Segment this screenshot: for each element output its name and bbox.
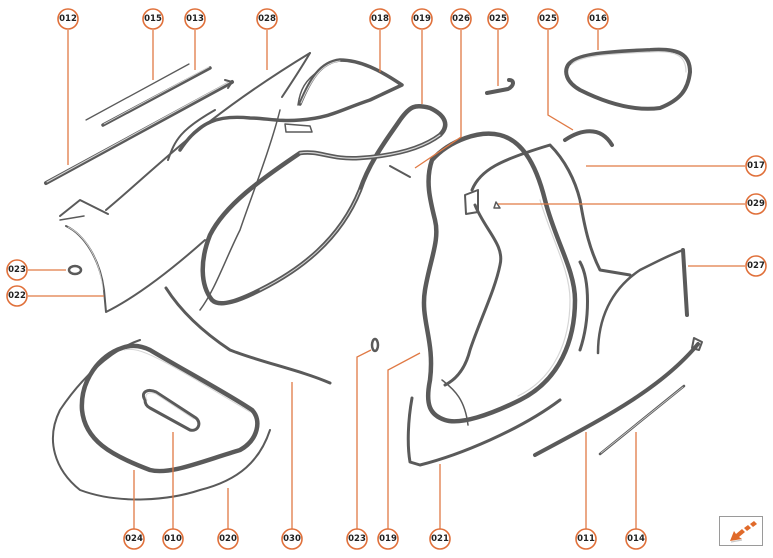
callout-label: 028 (258, 14, 276, 24)
callout-label: 023 (8, 265, 26, 275)
callout-024[interactable]: 024 (123, 528, 145, 550)
navigate-back-button[interactable] (719, 516, 763, 546)
part-026 (389, 165, 411, 178)
callout-015[interactable]: 015 (142, 8, 164, 30)
callout-016[interactable]: 016 (587, 8, 609, 30)
part-023-a (67, 264, 83, 276)
part-028 (59, 52, 321, 221)
callout-022[interactable]: 022 (6, 285, 28, 307)
callout-018[interactable]: 018 (369, 8, 391, 30)
callout-label: 023 (348, 534, 366, 544)
part-013 (101, 66, 212, 127)
part-015 (85, 63, 190, 121)
callout-027[interactable]: 027 (745, 255, 767, 277)
callout-026[interactable]: 026 (450, 8, 472, 30)
part-030 (164, 286, 332, 385)
callout-label: 029 (747, 199, 765, 209)
callout-023-left[interactable]: 023 (6, 259, 28, 281)
callout-label: 019 (413, 14, 431, 24)
callout-label: 010 (164, 534, 182, 544)
part-020 (51, 339, 271, 501)
part-014 (598, 384, 686, 456)
callout-label: 025 (539, 14, 557, 24)
callout-023-bottom[interactable]: 023 (346, 528, 368, 550)
callout-010[interactable]: 010 (162, 528, 184, 550)
callout-019[interactable]: 019 (411, 8, 433, 30)
callout-019-bottom[interactable]: 019 (377, 528, 399, 550)
callout-label: 012 (59, 14, 77, 24)
callout-013[interactable]: 013 (184, 8, 206, 30)
callout-025-b[interactable]: 025 (537, 8, 559, 30)
callout-028[interactable]: 028 (256, 8, 278, 30)
callout-label: 014 (627, 534, 645, 544)
part-010 (141, 388, 201, 432)
callout-label: 030 (283, 534, 301, 544)
callout-label: 025 (489, 14, 507, 24)
callout-label: 018 (371, 14, 389, 24)
callout-label: 026 (452, 14, 470, 24)
callout-label: 011 (577, 534, 595, 544)
callout-label: 017 (747, 161, 765, 171)
callout-030[interactable]: 030 (281, 528, 303, 550)
part-rear-door (421, 131, 632, 426)
part-019-main (200, 103, 448, 306)
part-022 (65, 225, 206, 313)
callout-label: 019 (379, 534, 397, 544)
part-021 (406, 396, 562, 467)
callout-label: 016 (589, 14, 607, 24)
part-029 (493, 201, 501, 209)
callout-label: 021 (431, 534, 449, 544)
part-025-a (485, 78, 515, 95)
callout-025-a[interactable]: 025 (487, 8, 509, 30)
part-024 (79, 343, 260, 474)
part-027 (596, 248, 689, 355)
part-011 (533, 337, 703, 457)
callout-label: 020 (219, 534, 237, 544)
callout-label: 013 (186, 14, 204, 24)
callout-017[interactable]: 017 (745, 155, 767, 177)
arrow-down-left-icon (730, 521, 757, 543)
part-012 (44, 79, 234, 185)
callout-label: 027 (747, 261, 765, 271)
part-023-b (370, 337, 380, 353)
callout-012[interactable]: 012 (57, 8, 79, 30)
callout-029[interactable]: 029 (745, 193, 767, 215)
callout-011[interactable]: 011 (575, 528, 597, 550)
leader-lines (28, 30, 745, 530)
callout-label: 024 (125, 534, 143, 544)
callout-label: 015 (144, 14, 162, 24)
part-016 (564, 47, 692, 111)
callout-020[interactable]: 020 (217, 528, 239, 550)
callout-label: 022 (8, 291, 26, 301)
callout-021[interactable]: 021 (429, 528, 451, 550)
callouts: 012 015 013 028 018 019 026 025 025 016 … (6, 8, 767, 550)
part-018 (178, 58, 404, 311)
part-025-b (563, 129, 614, 147)
callout-014[interactable]: 014 (625, 528, 647, 550)
seal-parts (44, 47, 703, 501)
